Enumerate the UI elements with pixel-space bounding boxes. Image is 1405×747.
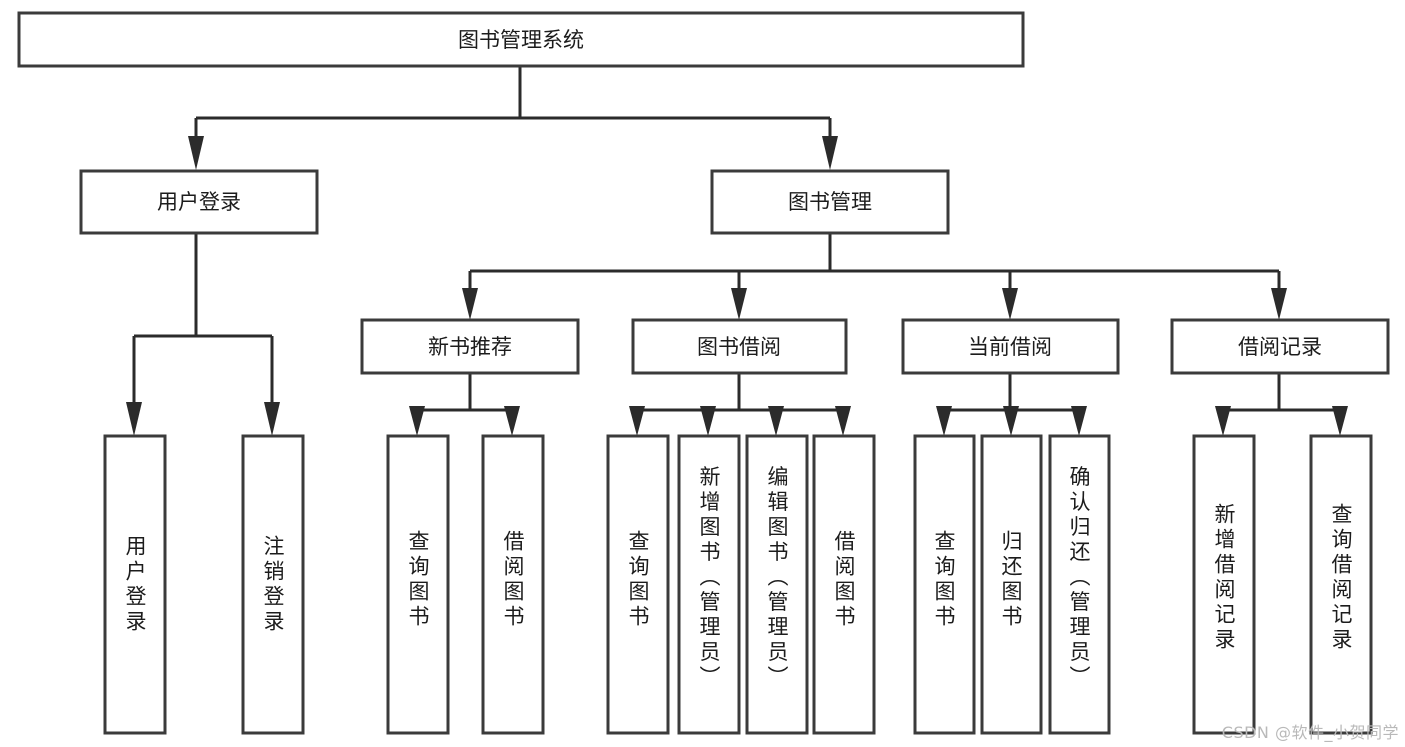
- connector-layer: [126, 66, 1348, 436]
- node-current-borrow-label: 当前借阅: [968, 335, 1052, 359]
- arrow-head-leaf-user-login: [126, 402, 142, 436]
- arrow-head-bb-leaf2: [700, 406, 716, 436]
- arrow-head-leaf-logout: [264, 402, 280, 436]
- leaf-book-borrow-0[interactable]: 查询图书: [606, 434, 670, 735]
- node-book-manage[interactable]: 图书管理: [710, 169, 950, 235]
- node-root-label: 图书管理系统: [458, 28, 584, 52]
- leaf-borrow-record-0[interactable]: 新增借阅记录: [1192, 434, 1256, 735]
- leaf-label: 用户登录: [123, 535, 147, 635]
- leaf-box[interactable]: [606, 434, 670, 735]
- node-book-manage-box[interactable]: [710, 169, 950, 235]
- leaf-book-borrow-2[interactable]: 编辑图书（管理员）: [745, 434, 809, 735]
- leaf-label: 查询图书: [626, 530, 650, 630]
- node-book-borrow[interactable]: 图书借阅: [631, 318, 848, 375]
- leaf-box[interactable]: [1192, 434, 1256, 735]
- arrow-head-borrow: [731, 288, 747, 320]
- arrow-head-book-manage: [822, 136, 838, 170]
- leaf-label: 查询图书: [932, 530, 956, 630]
- leaf-label: 新增借阅记录: [1212, 503, 1236, 653]
- leaf-box[interactable]: [913, 434, 976, 735]
- leaf-user-login-0[interactable]: 用户登录: [103, 434, 167, 735]
- arrow-head-bb-leaf4: [835, 406, 851, 436]
- leaf-current-borrow-0[interactable]: 查询图书: [913, 434, 976, 735]
- leaf-box[interactable]: [1048, 434, 1111, 735]
- leaf-current-borrow-2[interactable]: 确认归还（管理员）: [1048, 434, 1111, 735]
- node-new-book-rec-box[interactable]: [360, 318, 580, 375]
- node-current-borrow[interactable]: 当前借阅: [901, 318, 1120, 375]
- arrow-head-newbook-leaf1: [409, 406, 425, 436]
- node-new-book-rec-label: 新书推荐: [428, 335, 512, 359]
- arrow-head-rec-leaf1: [1215, 406, 1231, 436]
- leaf-current-borrow-1[interactable]: 归还图书: [980, 434, 1043, 735]
- arrow-head-rec-leaf2: [1332, 406, 1348, 436]
- node-current-borrow-box[interactable]: [901, 318, 1120, 375]
- node-book-manage-label: 图书管理: [788, 190, 872, 214]
- leaf-label: 借阅图书: [832, 530, 856, 630]
- leaf-label: 注销登录: [261, 535, 285, 635]
- arrow-head-cur-leaf2: [1003, 406, 1019, 436]
- arrow-head-cur-leaf3: [1071, 406, 1087, 436]
- node-root[interactable]: 图书管理系统: [17, 11, 1025, 68]
- node-user-login-label: 用户登录: [157, 190, 241, 214]
- node-book-borrow-label: 图书借阅: [697, 335, 781, 359]
- node-borrow-record-box[interactable]: [1170, 318, 1390, 375]
- arrow-head-newbook-leaf2: [504, 406, 520, 436]
- node-book-borrow-box[interactable]: [631, 318, 848, 375]
- leaf-box[interactable]: [241, 434, 305, 735]
- leaf-label: 新增图书（管理员）: [697, 466, 721, 691]
- leaf-label: 确认归还（管理员）: [1067, 466, 1091, 691]
- node-root-box[interactable]: [17, 11, 1025, 68]
- node-new-book-rec[interactable]: 新书推荐: [360, 318, 580, 375]
- leaf-box[interactable]: [812, 434, 876, 735]
- node-borrow-record[interactable]: 借阅记录: [1170, 318, 1390, 375]
- leaf-box[interactable]: [103, 434, 167, 735]
- leaf-user-login-1[interactable]: 注销登录: [241, 434, 305, 735]
- arrow-head-cur-leaf1: [936, 406, 952, 436]
- leaf-box[interactable]: [386, 434, 450, 735]
- leaf-box[interactable]: [1309, 434, 1373, 735]
- leaf-box[interactable]: [677, 434, 741, 735]
- leaf-label: 编辑图书（管理员）: [765, 466, 789, 691]
- arrow-head-user-login: [188, 136, 204, 170]
- leaf-box[interactable]: [745, 434, 809, 735]
- leaf-borrow-record-1[interactable]: 查询借阅记录: [1309, 434, 1373, 735]
- arrow-head-newbook: [462, 288, 478, 320]
- leaf-book-borrow-1[interactable]: 新增图书（管理员）: [677, 434, 741, 735]
- leaf-box[interactable]: [481, 434, 545, 735]
- leaf-label: 借阅图书: [501, 530, 525, 630]
- arrow-head-record: [1271, 288, 1287, 320]
- leaf-label: 归还图书: [999, 530, 1023, 630]
- node-borrow-record-label: 借阅记录: [1238, 335, 1322, 359]
- arrow-head-current: [1002, 288, 1018, 320]
- node-user-login-box[interactable]: [79, 169, 319, 235]
- node-user-login[interactable]: 用户登录: [79, 169, 319, 235]
- leaf-box[interactable]: [980, 434, 1043, 735]
- arrow-head-bb-leaf3: [768, 406, 784, 436]
- leaf-book-borrow-3[interactable]: 借阅图书: [812, 434, 876, 735]
- leaf-new-book-rec-0[interactable]: 查询图书: [386, 434, 450, 735]
- arrow-head-bb-leaf1: [629, 406, 645, 436]
- leaf-new-book-rec-1[interactable]: 借阅图书: [481, 434, 545, 735]
- leaf-label: 查询借阅记录: [1329, 503, 1353, 653]
- leaf-label: 查询图书: [406, 530, 430, 630]
